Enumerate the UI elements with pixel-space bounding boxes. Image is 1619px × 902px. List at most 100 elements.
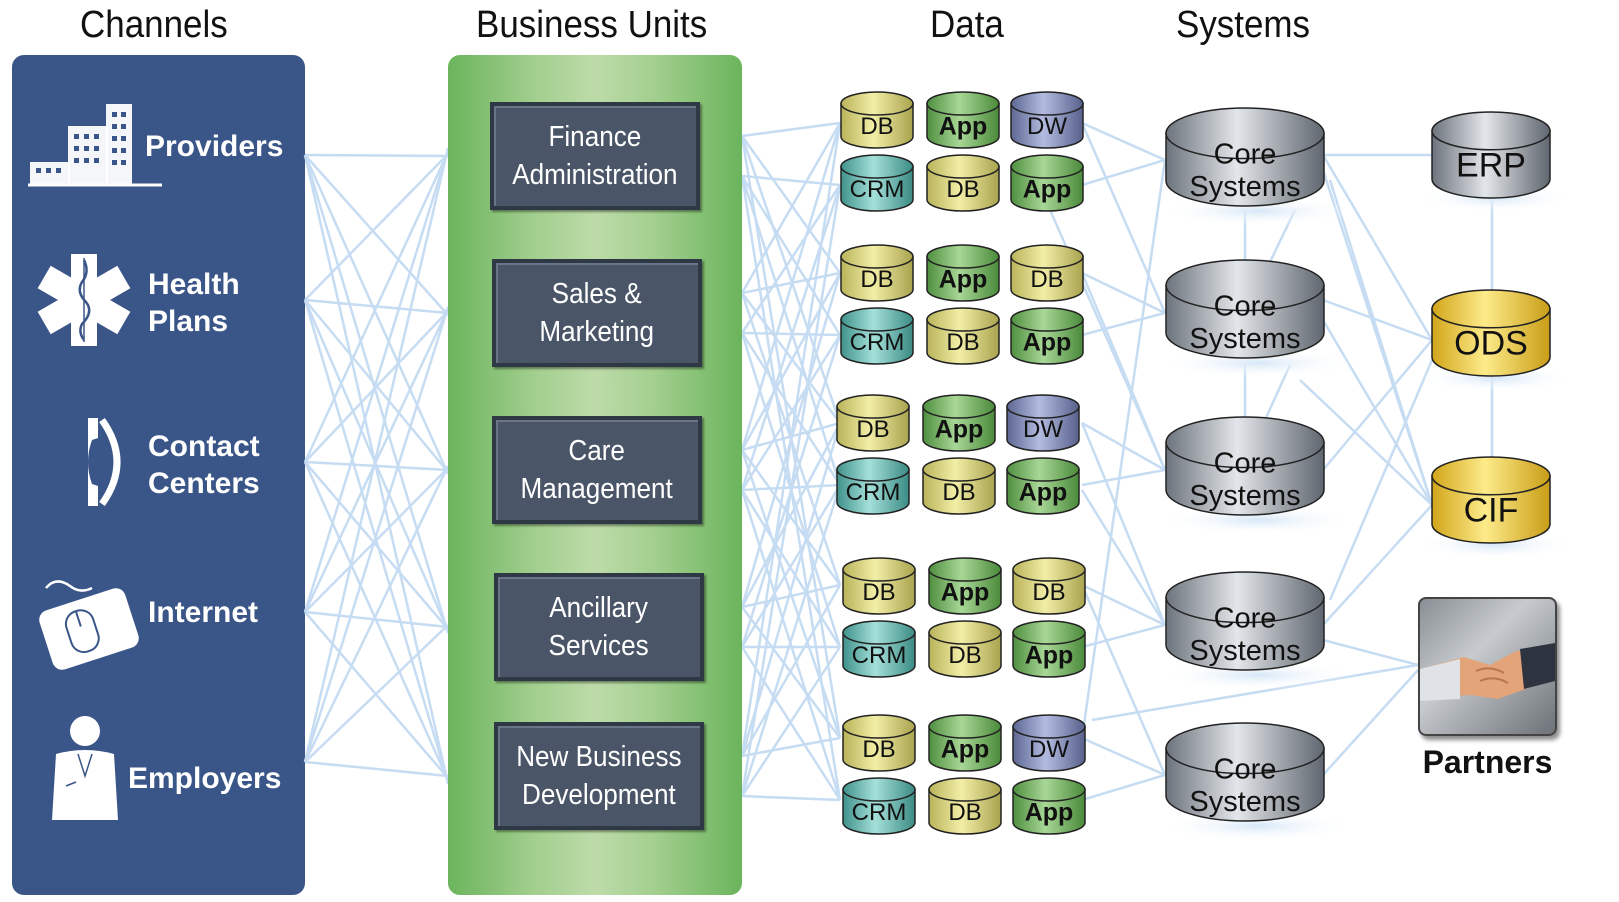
connector-line [303,461,450,781]
cylinder-label: App [1019,479,1068,507]
connector-line [1328,179,1434,506]
heading-data: Data [930,4,1004,46]
data-cylinder-app: App [1012,777,1086,835]
heading-channels: Channels [80,4,228,46]
connector-line [1081,773,1166,802]
cylinder-label: App [941,579,990,607]
connector-line [304,467,449,613]
connector-line [303,154,450,785]
business-unit-care[interactable]: Care Management [492,416,702,524]
connector-line [304,153,449,158]
business-unit-label: Finance Administration [512,121,678,191]
connector-line [1081,158,1166,187]
heading-systems: Systems [1176,4,1311,46]
channel-label: Health Plans [148,268,240,338]
channel-label: Employers [128,762,282,795]
data-cylinder-crm: CRM [840,307,914,365]
connector-line [741,736,841,758]
connector-line [304,154,449,316]
cylinder-label: App [939,266,988,294]
business-unit-finance[interactable]: Finance Administration [490,102,700,210]
connector-line [740,272,842,451]
cylinder-label: App [935,416,984,444]
business-unit-label: Ancillary Services [548,592,650,662]
connector-line [740,184,842,334]
connector-line [1322,298,1433,342]
connector-line [740,122,842,757]
connector-line [740,175,842,486]
cylinder-label: DB [942,479,975,506]
connector-line [740,484,842,648]
connector-line [740,332,842,486]
business-unit-ancillary[interactable]: Ancillary Services [494,573,704,681]
connector-line [1080,159,1167,739]
connector-line [740,184,842,797]
data-cylinder-crm: CRM [842,777,916,835]
cylinder-label: ERP [1456,146,1526,184]
heading-business-units: Business Units [476,4,708,46]
business-unit-label: Care Management [520,435,674,505]
data-cylinder-app: App [1010,154,1084,212]
cylinder-label: App [1025,799,1074,827]
data-cylinder-crm: CRM [842,620,916,678]
ods-cylinder: ODS [1431,289,1551,377]
cylinder-label: DB [1030,266,1063,293]
connector-line [741,174,841,187]
cylinder-label: DB [856,416,889,443]
connector-line [304,460,449,472]
connector-line [740,334,842,491]
data-cylinder-db: DB [840,244,914,302]
connector-line [1081,121,1166,162]
connector-line [1080,422,1167,626]
connector-line [741,794,841,802]
connector-line [304,461,449,630]
connector-line [740,175,842,336]
data-cylinder-db: DB [842,557,916,615]
business-unit-sales[interactable]: Sales & Marketing [492,259,702,367]
data-cylinder-app: App [1006,457,1080,515]
cylinder-label: DB [948,799,981,826]
connector-line [303,154,450,475]
connector-line [1322,339,1433,471]
data-cylinder-app: App [928,714,1002,772]
connector-line [740,489,842,801]
connector-line [304,310,449,463]
connector-line [740,449,842,739]
business-unit-label: New Business Development [516,741,682,811]
business-unit-new-business[interactable]: New Business Development [494,722,704,830]
cylinder-label: CRM [852,799,907,826]
data-cylinder-dw: DW [1010,91,1084,149]
connector-line [1091,663,1419,722]
connector-line [1080,122,1167,314]
phone-handset-icon [88,417,121,507]
cylinder-label: App [1023,176,1072,204]
cylinder-label: DB [860,113,893,140]
cylinder-label: CRM [852,642,907,669]
connector-line [1081,583,1166,627]
connector-line [303,149,450,613]
data-cylinder-db: DB [922,457,996,515]
cylinder-label: CRM [850,329,905,356]
building-icon [28,104,162,187]
cylinder-label: CRM [846,479,901,506]
connector-line [303,151,450,463]
cif-cylinder: CIF [1431,456,1551,544]
data-cylinder-app: App [922,394,996,452]
cylinder-label: DW [1027,113,1067,140]
data-cylinder-dw: DW [1012,714,1086,772]
connector-line [740,489,842,648]
cylinder-label: App [939,113,988,141]
connector-line [741,292,841,424]
cylinder-label: CRM [850,176,905,203]
data-cylinder-db: DB [1012,557,1086,615]
channel-label: Internet [148,596,259,629]
cylinder-label: DW [1029,736,1069,763]
